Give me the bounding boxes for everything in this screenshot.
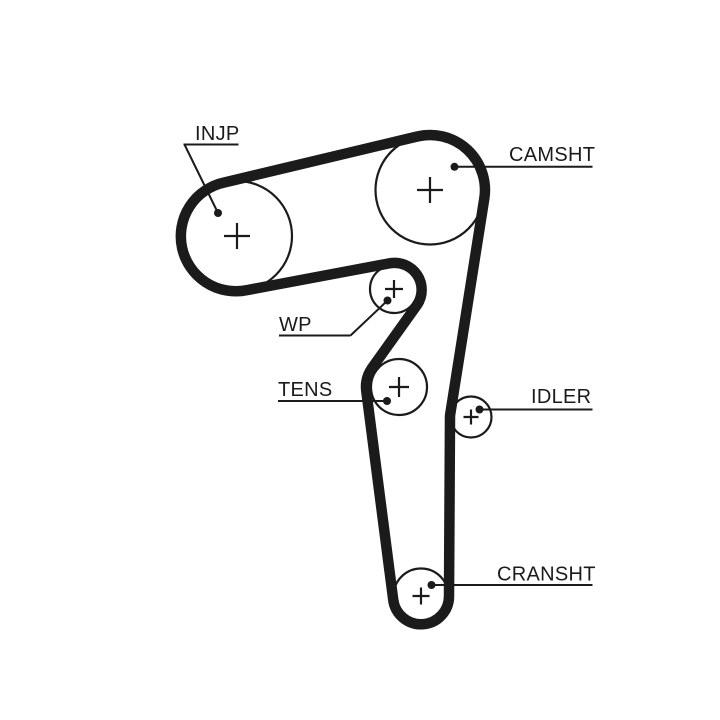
callout-dot-camsht [450,162,459,171]
pulley-center-cross-tensioner [389,377,409,397]
label-injp: INJP [195,123,240,145]
label-cransht: CRANSHT [497,564,596,586]
label-camsht: CAMSHT [509,144,595,166]
label-wp: WP [279,314,312,336]
pulley-center-cross-idler [463,409,479,425]
label-idler: IDLER [531,386,591,408]
callout-dot-idler [475,405,484,414]
timing-belt [175,129,491,630]
callout-line-wp-1 [349,299,389,337]
pulley-center-cross-injection-pump [224,223,250,249]
callout-dot-injp [214,209,222,217]
callout-dot-tens [383,397,391,405]
pulley-center-cross-crankshaft [412,587,430,605]
callout-line-injp-1 [183,144,219,214]
callout-dot-wp [383,296,392,305]
pulley-center-cross-camshaft [417,177,443,203]
callout-dot-cransht [427,581,436,589]
pulley-center-cross-water-pump [385,280,403,298]
label-tens: TENS [278,379,333,401]
